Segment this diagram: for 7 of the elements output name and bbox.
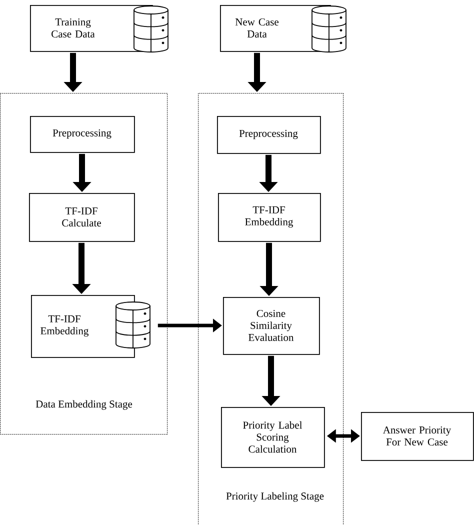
process-box: TF-IDF Embedding [218,193,321,242]
process-box: Preprocessing [217,116,321,154]
process-box: Preprocessing [30,116,135,153]
process-box: Cosine Similarity Evaluation [223,297,320,355]
process-box: Answer Priority For New Case [361,412,474,461]
process-box: Priority Label Scoring Calculation [221,407,325,468]
process-box: TF-IDF Calculate [29,193,135,242]
